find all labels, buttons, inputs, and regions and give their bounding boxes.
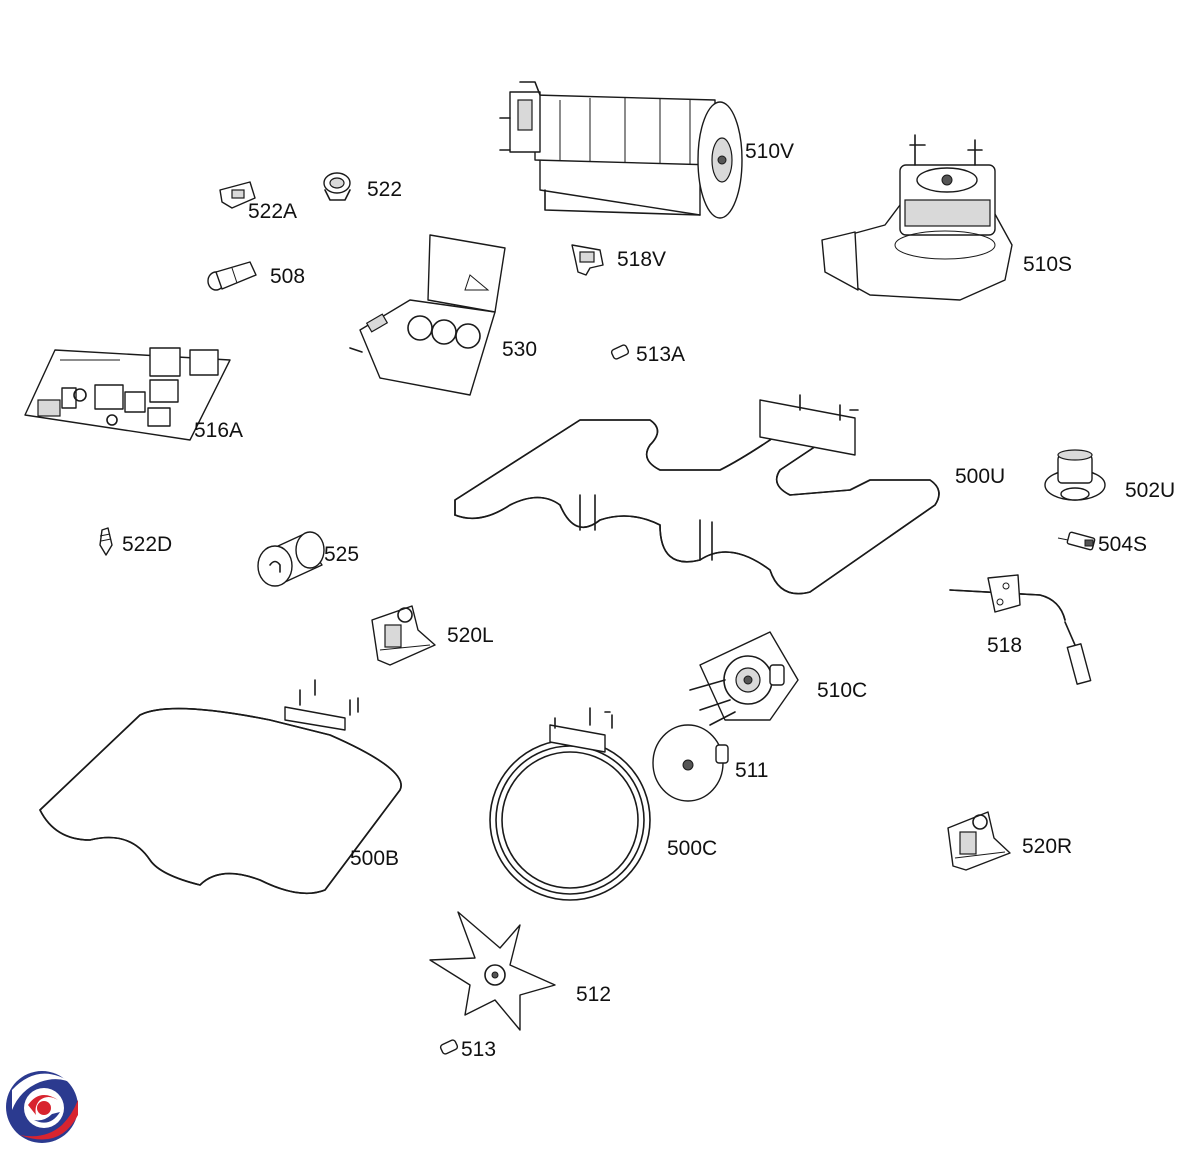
part-500U-grill-element[interactable]: [454, 394, 940, 595]
part-516A-control-board[interactable]: [24, 347, 231, 441]
part-520L-door-hinge[interactable]: [371, 605, 436, 666]
label-508: 508: [270, 265, 305, 288]
label-525: 525: [324, 543, 359, 566]
part-508-indicator-lamp[interactable]: [207, 261, 257, 291]
label-502U: 502U: [1125, 479, 1175, 502]
part-518-temperature-probe[interactable]: [949, 574, 1092, 685]
part-500B-bottom-element[interactable]: [39, 679, 402, 895]
label-504S: 504S: [1098, 533, 1147, 556]
part-510V-tangential-fan[interactable]: [499, 81, 743, 219]
part-504S-switch[interactable]: [1057, 531, 1096, 551]
label-520R: 520R: [1022, 835, 1072, 858]
label-500B: 500B: [350, 847, 399, 870]
label-513: 513: [461, 1038, 496, 1061]
label-518: 518: [987, 634, 1022, 657]
label-510S: 510S: [1023, 253, 1072, 276]
part-522-clip[interactable]: [323, 172, 351, 201]
label-513A: 513A: [636, 343, 685, 366]
label-510C: 510C: [817, 679, 867, 702]
label-522A: 522A: [248, 200, 297, 223]
label-520L: 520L: [447, 624, 494, 647]
label-500C: 500C: [667, 837, 717, 860]
label-516A: 516A: [194, 419, 243, 442]
part-500C-circular-element[interactable]: [489, 707, 651, 901]
part-502U-lamp-holder[interactable]: [1044, 449, 1106, 501]
label-512: 512: [576, 983, 611, 1006]
part-530-terminal-block[interactable]: [349, 234, 506, 396]
label-500U: 500U: [955, 465, 1005, 488]
brand-swirl-logo: [6, 1071, 78, 1143]
part-525-capacitor[interactable]: [257, 531, 325, 587]
label-522D: 522D: [122, 533, 172, 556]
part-522A-bracket[interactable]: [219, 181, 256, 209]
label-518V: 518V: [617, 248, 666, 271]
part-520R-door-hinge[interactable]: [947, 811, 1011, 871]
label-522: 522: [367, 178, 402, 201]
part-513-nut[interactable]: [439, 1039, 459, 1055]
part-522D-screw[interactable]: [99, 527, 113, 556]
label-530: 530: [502, 338, 537, 361]
part-510C-fan-motor[interactable]: [689, 631, 799, 726]
part-518V-thermostat[interactable]: [571, 244, 604, 276]
part-511-fan-disc[interactable]: [652, 724, 729, 802]
label-510V: 510V: [745, 140, 794, 163]
part-510S-cooling-fan[interactable]: [821, 134, 1013, 301]
part-513A-nut[interactable]: [610, 344, 630, 360]
part-512-fan-blade[interactable]: [429, 911, 556, 1031]
label-511: 511: [735, 759, 768, 782]
